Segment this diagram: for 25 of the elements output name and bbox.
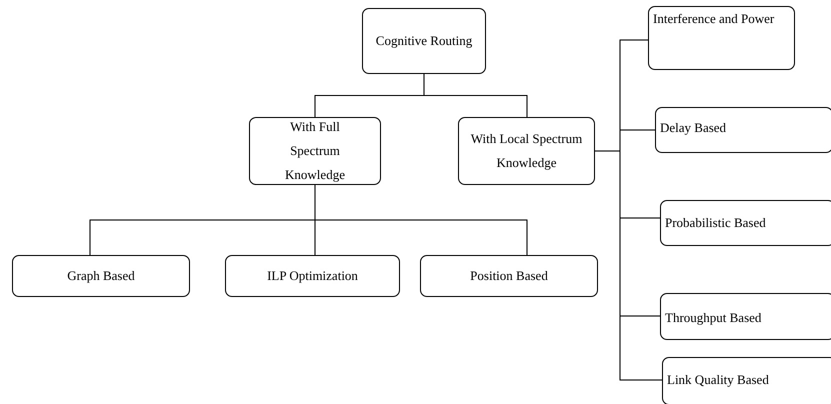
category-box <box>458 117 595 185</box>
category-box <box>12 255 190 297</box>
category-box <box>362 8 486 74</box>
category-box <box>249 117 381 185</box>
category-label: Probabilistic Based <box>665 214 766 232</box>
category-box <box>648 6 795 70</box>
category-label: Position Based <box>470 267 548 285</box>
category-label: ILP Optimization <box>267 267 358 285</box>
connector-line <box>314 184 528 256</box>
category-label: Interference and Power <box>653 10 774 28</box>
category-label: Cognitive Routing <box>376 32 472 50</box>
category-label: Graph Based <box>67 267 135 285</box>
category-box <box>225 255 400 297</box>
category-label: Link Quality Based <box>667 371 769 389</box>
connector-line <box>594 150 662 380</box>
category-label: With Local Spectrum Knowledge <box>470 130 584 172</box>
category-label: Throughput Based <box>665 309 762 327</box>
category-box <box>420 255 598 297</box>
category-box <box>660 200 831 246</box>
category-box <box>662 357 831 404</box>
category-label: With Full Spectrum Knowledge <box>284 118 346 184</box>
category-box <box>660 293 831 340</box>
connector-line <box>424 74 528 118</box>
category-label: Delay Based <box>660 119 726 137</box>
category-box <box>655 107 831 153</box>
